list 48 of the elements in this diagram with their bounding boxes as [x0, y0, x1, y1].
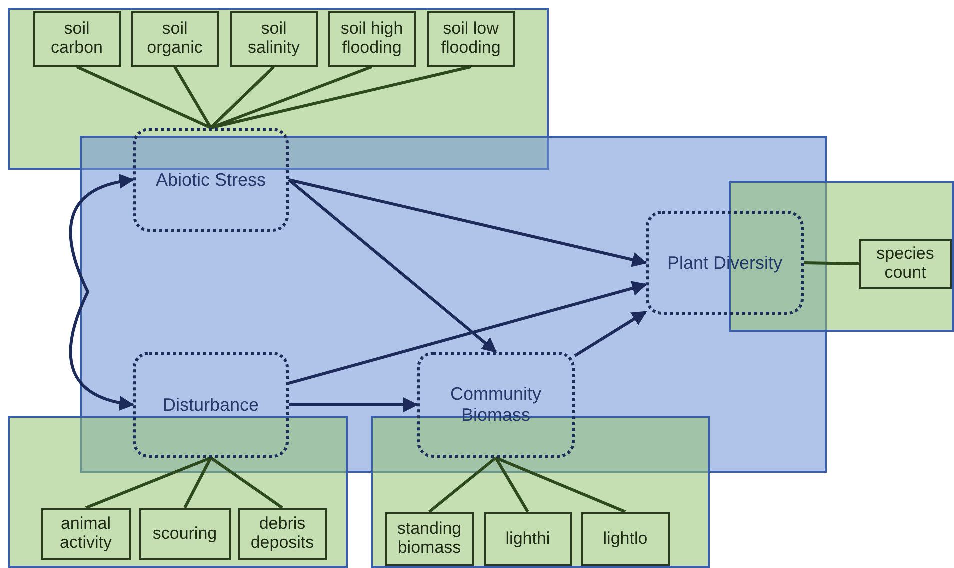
indicator-box	[139, 508, 231, 560]
node-label: species count	[876, 245, 936, 283]
latent-variable-box	[133, 352, 289, 458]
node-label: lightlo	[602, 530, 649, 548]
arrow	[574, 310, 648, 358]
arrow	[288, 281, 648, 385]
indicator-box	[238, 508, 327, 560]
node-label: scouring	[152, 524, 218, 544]
indicator-box	[581, 512, 670, 566]
latent-variable-box	[417, 352, 575, 458]
connector-line	[174, 66, 212, 129]
node-label: soil low flooding	[440, 20, 502, 58]
indicator-box	[385, 512, 474, 566]
connector-line	[495, 456, 626, 514]
connector-line	[494, 457, 530, 513]
node-label: soil carbon	[50, 20, 104, 58]
latent-variable-box	[646, 211, 804, 315]
indicator-box	[33, 11, 121, 67]
node-label: soil salinity	[247, 20, 301, 58]
connector-line	[210, 66, 472, 130]
indicator-box	[328, 11, 416, 67]
connector-line	[184, 457, 212, 509]
node-label: animal activity	[59, 515, 113, 553]
arrow	[69, 174, 134, 410]
node-label: standing biomass	[396, 520, 463, 558]
node-label: debris deposits	[250, 515, 316, 553]
indicator-box	[41, 508, 131, 560]
node-label: soil organic	[146, 20, 204, 58]
connector-line	[804, 262, 860, 266]
connector-line	[210, 66, 373, 130]
arrow	[289, 398, 418, 412]
latent-variable-box	[133, 128, 289, 232]
indicator-box	[131, 11, 219, 67]
indicator-box	[230, 11, 318, 67]
connector-line	[85, 456, 212, 510]
node-label: lighthi	[504, 530, 552, 548]
connector-line	[210, 456, 284, 510]
arrow	[288, 178, 498, 354]
indicator-box	[859, 239, 952, 289]
connector-line	[428, 456, 497, 514]
indicator-box	[484, 512, 572, 566]
connector-line	[76, 66, 212, 130]
indicator-box	[427, 11, 515, 67]
node-label: Disturbance	[162, 394, 260, 416]
arrow	[288, 178, 648, 268]
node-label: soil high flooding	[340, 20, 404, 58]
connector-line	[210, 66, 276, 130]
node-label: Abiotic Stress	[154, 170, 268, 190]
